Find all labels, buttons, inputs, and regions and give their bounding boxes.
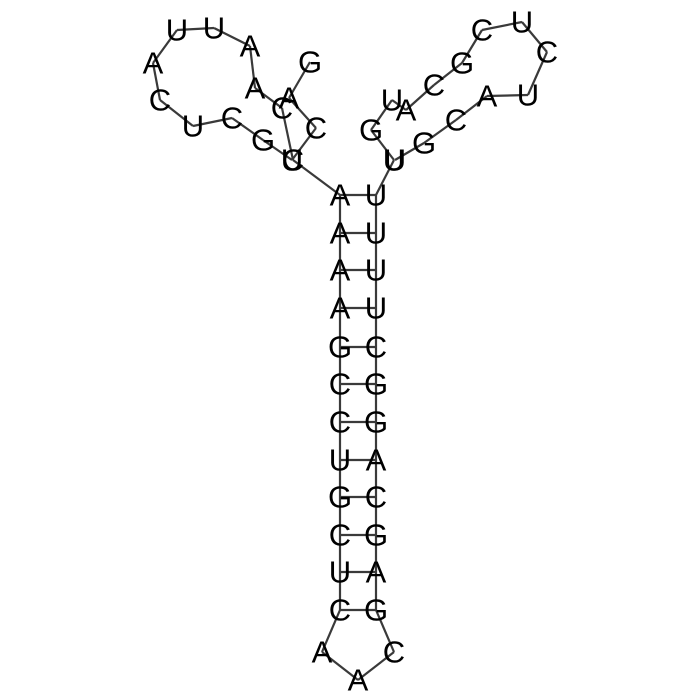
backbone-segment <box>231 117 264 141</box>
nucleotide-u: U <box>203 11 225 46</box>
nucleotide-u: U <box>182 109 204 144</box>
backbone-segment <box>291 127 317 161</box>
nucleotide-a: A <box>330 291 351 326</box>
backbone-segment <box>370 99 393 131</box>
backbone-segment <box>213 27 251 47</box>
backbone-segment <box>288 61 311 99</box>
nucleotide-c: C <box>383 635 405 670</box>
backbone-segment <box>152 29 178 64</box>
nucleotide-a: A <box>245 71 266 106</box>
nucleotide-a: A <box>330 253 351 288</box>
nucleotide-c: C <box>471 13 493 48</box>
backbone-lines <box>151 20 549 681</box>
backbone-segment <box>526 51 549 96</box>
nucleotide-c: C <box>329 593 351 628</box>
nucleotide-a: A <box>330 178 351 213</box>
nucleotide-c: C <box>536 35 558 70</box>
nucleotide-u: U <box>329 443 351 478</box>
backbone-segment <box>481 20 523 32</box>
nucleotide-u: U <box>281 143 303 178</box>
backbone-segment <box>374 609 396 653</box>
nucleotide-a: A <box>143 46 164 81</box>
nucleotide-c: C <box>329 367 351 402</box>
nucleotide-g: G <box>359 113 383 148</box>
nucleotide-u: U <box>365 253 387 288</box>
backbone-segment <box>375 159 395 196</box>
nucleotide-c: C <box>221 101 243 136</box>
backbone-segment <box>521 21 548 53</box>
nucleotide-c: C <box>282 143 304 178</box>
backbone-segment <box>159 99 194 127</box>
nucleotide-u: U <box>365 216 387 251</box>
nucleotide-a: A <box>366 555 387 590</box>
nucleotide-a: A <box>477 79 498 114</box>
nucleotide-u: U <box>383 143 405 178</box>
backbone-segment <box>486 93 529 98</box>
nucleotide-g: G <box>251 123 275 158</box>
backbone-segment <box>192 116 233 128</box>
backbone-segment <box>321 651 359 681</box>
backbone-segment <box>461 29 483 64</box>
backbone-segment <box>433 62 463 86</box>
nucleotide-a: A <box>330 216 351 251</box>
nucleotide-c: C <box>149 83 171 118</box>
backbone-segment <box>370 129 395 161</box>
nucleotide-a: A <box>396 93 417 128</box>
nucleotide-g: G <box>450 46 474 81</box>
nucleotide-g: G <box>328 330 352 365</box>
backbone-segment <box>176 26 215 32</box>
backbone-segment <box>320 609 342 653</box>
nucleotide-c: C <box>423 68 445 103</box>
nucleotide-a: A <box>348 663 369 698</box>
nucleotide-g: G <box>364 518 388 553</box>
nucleotide-c: C <box>445 103 467 138</box>
nucleotide-u: U <box>517 78 539 113</box>
backbone-segment <box>151 62 162 101</box>
backbone-segment <box>262 139 293 161</box>
nucleotide-g: G <box>412 126 436 161</box>
nucleotide-c: C <box>329 405 351 440</box>
nucleotide-g: G <box>298 45 322 80</box>
nucleotide-c: C <box>305 111 327 146</box>
nucleotide-c: C <box>365 480 387 515</box>
nucleotide-c: C <box>329 518 351 553</box>
nucleotide-g: G <box>364 367 388 402</box>
backbone-segment <box>292 159 341 196</box>
nucleotide-u: U <box>365 178 387 213</box>
nucleotide-c: C <box>365 330 387 365</box>
backbone-segment <box>288 97 317 129</box>
backbone-segment <box>254 87 283 109</box>
nucleotide-a: A <box>279 81 300 116</box>
backbone-segment <box>280 107 295 161</box>
nucleotide-a: A <box>366 443 387 478</box>
backbone-segment <box>357 651 395 681</box>
nucleotide-u: U <box>166 13 188 48</box>
nucleotide-c: C <box>271 91 293 126</box>
backbone-segment <box>394 142 425 161</box>
nucleotide-g: G <box>328 480 352 515</box>
nucleotide-a: A <box>312 635 333 670</box>
nucleotide-g: G <box>364 593 388 628</box>
nucleotide-a: A <box>240 29 261 64</box>
nucleotide-u: U <box>381 83 403 118</box>
backbone-segment <box>248 45 257 89</box>
backbone-segment <box>391 99 407 111</box>
base-pair-bonds <box>340 193 376 612</box>
backbone-segment <box>405 84 435 111</box>
backbone-segment <box>423 119 457 144</box>
nucleotide-u: U <box>365 291 387 326</box>
backbone-segment <box>455 95 488 121</box>
nucleotide-g: G <box>364 405 388 440</box>
nucleotide-u: U <box>384 143 406 178</box>
nucleotide-u: U <box>329 555 351 590</box>
nucleotide-u: U <box>511 5 533 40</box>
